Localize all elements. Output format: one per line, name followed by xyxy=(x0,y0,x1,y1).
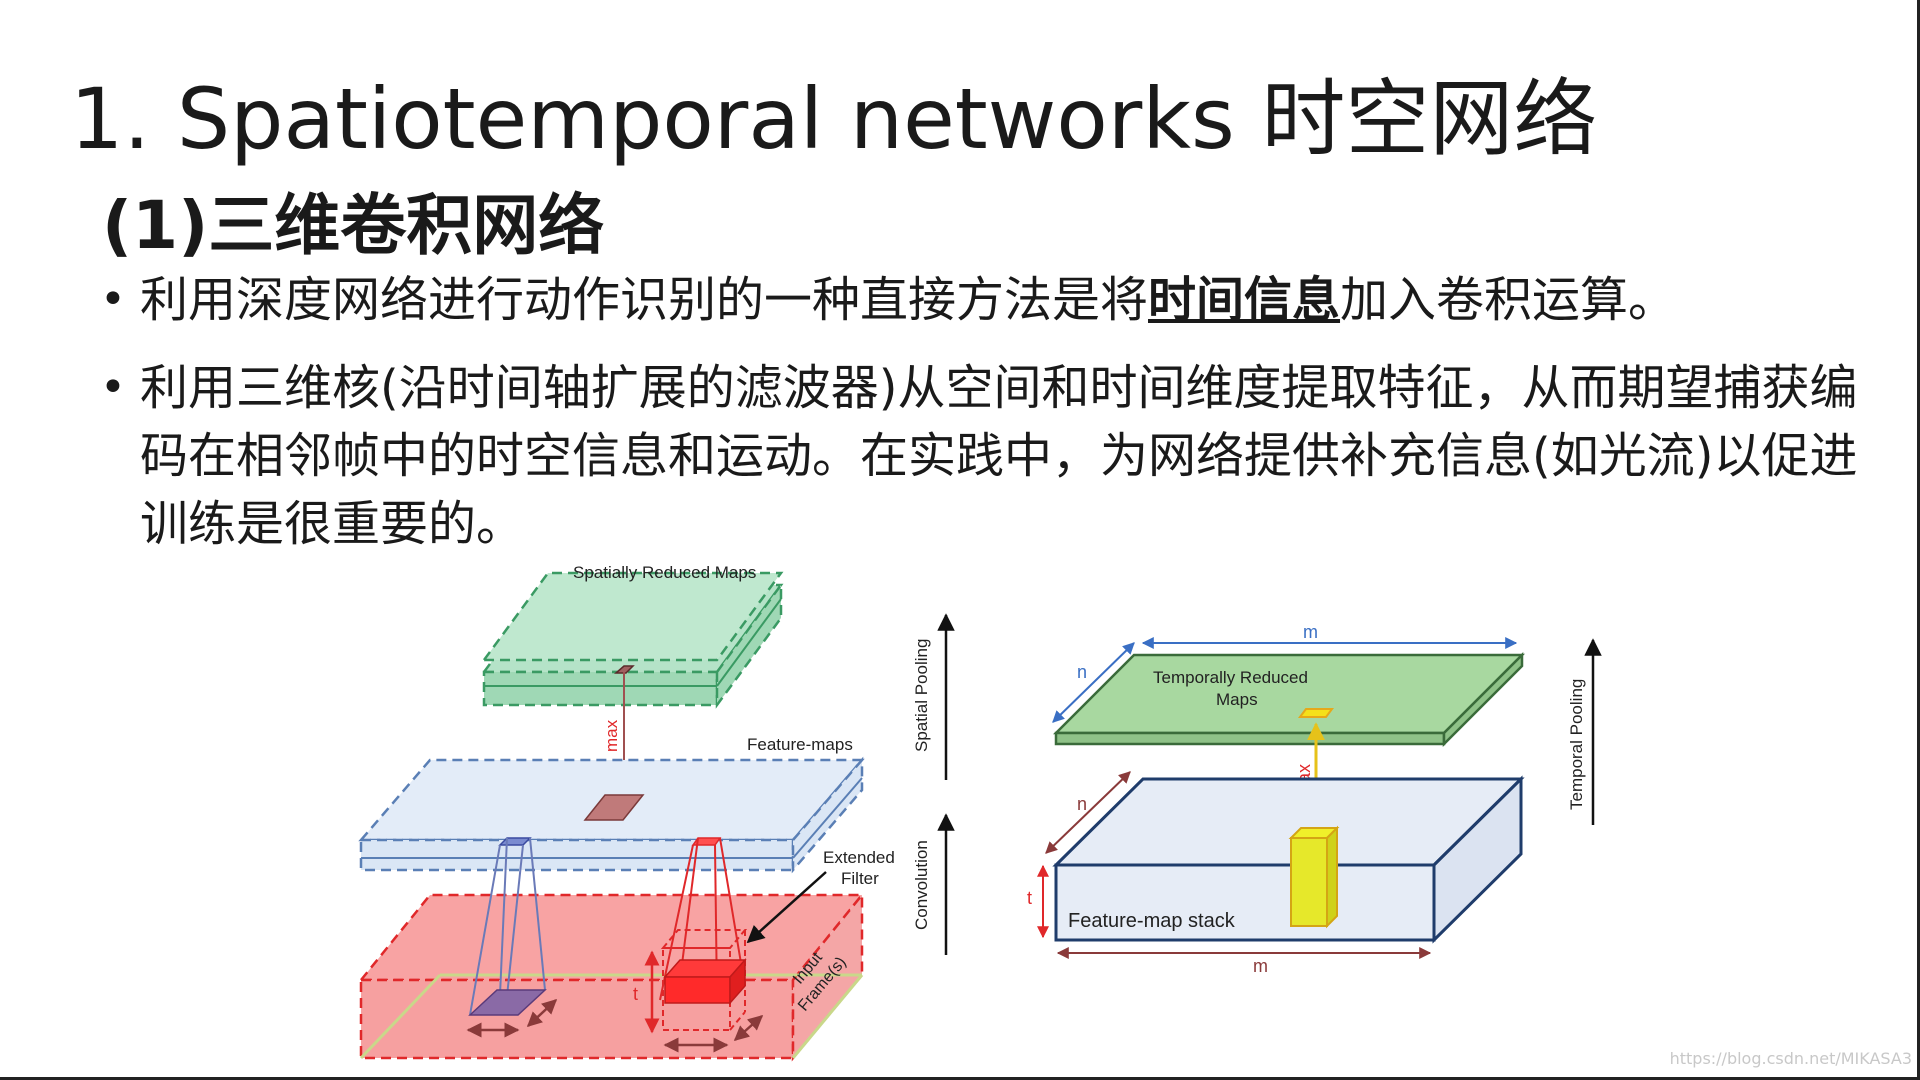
top-n-label: n xyxy=(1077,662,1087,682)
feature-maps-slab xyxy=(358,756,865,874)
extended-filter-pyramid xyxy=(644,837,764,1053)
right-figure: Temporally Reduced Maps m n max Feature-… xyxy=(1027,622,1602,976)
spatially-reduced-maps-label: Spatially Reduced Maps xyxy=(573,563,756,582)
temporally-reduced-label-line1: Temporally Reduced xyxy=(1153,668,1308,687)
temporal-pooling-label: Temporal Pooling xyxy=(1567,679,1586,810)
spatial-filter-pyramid xyxy=(466,837,558,1038)
input-frames-slab xyxy=(358,891,865,1062)
side-n-arrow xyxy=(1045,771,1131,854)
extended-filter-label-line2: Filter xyxy=(841,869,879,888)
slide-subtitle: (1)三维卷积网络 xyxy=(102,187,605,264)
feature-map-stack-box xyxy=(1052,775,1525,944)
extended-filter-pointer xyxy=(746,871,827,944)
bullet-2-text: 利用三维核(沿时间轴扩展的滤波器)从空间和时间维度提取特征，从而期望捕获编码在相… xyxy=(140,360,1858,552)
feature-maps-label: Feature-maps xyxy=(747,735,853,754)
bullet-item-2: 利用三维核(沿时间轴扩展的滤波器)从空间和时间维度提取特征，从而期望捕获编码在相… xyxy=(100,354,1880,558)
bullet-list: 利用深度网络进行动作识别的一种直接方法是将时间信息加入卷积运算。 利用三维核(沿… xyxy=(100,266,1880,578)
top-n-arrow xyxy=(1052,642,1135,723)
convolution-label: Convolution xyxy=(912,840,931,930)
max-label-left: max xyxy=(602,719,621,752)
side-n-label: n xyxy=(1077,794,1087,814)
bullet-1-emphasis: 时间信息 xyxy=(1148,272,1341,328)
feature-map-stack-label: Feature-map stack xyxy=(1068,910,1236,932)
side-t-label: t xyxy=(1027,888,1032,908)
top-m-label: m xyxy=(1303,622,1318,642)
spatially-reduced-maps-slab xyxy=(481,571,784,709)
bullet-1-text-after: 加入卷积运算。 xyxy=(1340,272,1677,328)
extended-filter-label-line1: Extended xyxy=(823,848,895,867)
watermark: https://blog.csdn.net/MIKASA3 xyxy=(1669,1049,1912,1068)
slide-right-border xyxy=(1917,0,1920,1080)
bullet-item-1: 利用深度网络进行动作识别的一种直接方法是将时间信息加入卷积运算。 xyxy=(100,266,1880,334)
slide-title: 1. Spatiotemporal networks 时空网络 xyxy=(70,70,1598,168)
bullet-1-text-before: 利用深度网络进行动作识别的一种直接方法是将 xyxy=(140,272,1149,328)
temporally-reduced-label-line2: Maps xyxy=(1216,690,1258,709)
bottom-m-label: m xyxy=(1253,956,1268,976)
slide-bottom-border xyxy=(0,1077,1920,1080)
t-label-left: t xyxy=(633,984,638,1004)
spatial-pooling-label: Spatial Pooling xyxy=(912,639,931,752)
left-figure: Spatially Reduced Maps max Feature-maps … xyxy=(358,563,955,1062)
